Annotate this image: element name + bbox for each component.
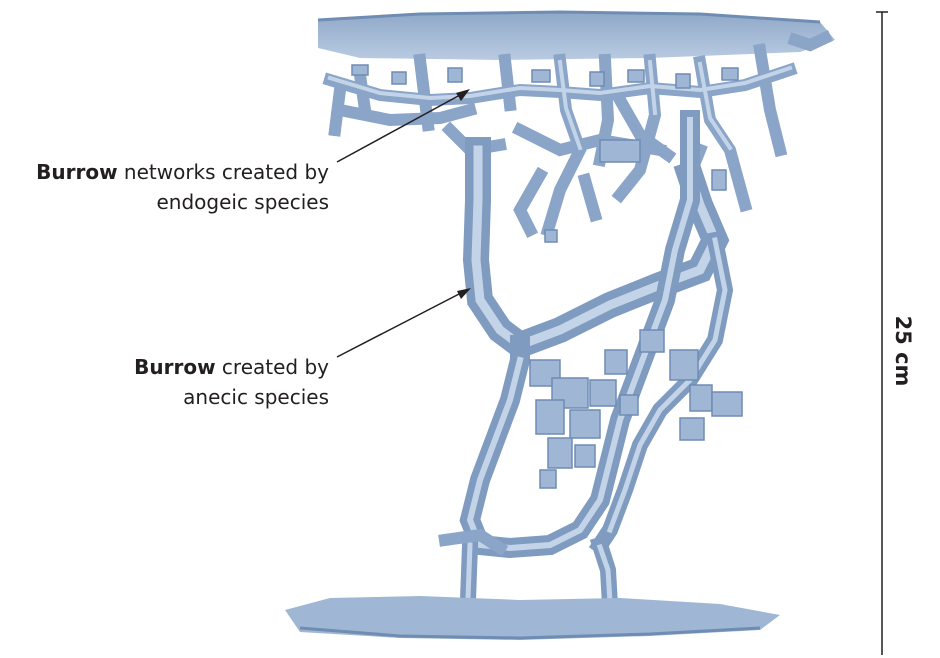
anecic-annotation-line1: Burrow created by	[134, 352, 329, 382]
endogeic-annotation-line2: endogeic species	[36, 187, 329, 217]
leader-arrow-anecic	[337, 288, 471, 357]
scale-bar	[876, 12, 888, 655]
scale-bar-label: 25 cm	[891, 316, 915, 387]
anecic-annotation: Burrow created by anecic species	[134, 352, 329, 412]
endogeic-annotation: Burrow networks created by endogeic spec…	[36, 157, 329, 217]
anecic-annotation-line2: anecic species	[134, 382, 329, 412]
endogeic-burrow-network	[330, 38, 825, 242]
bottom-soil-slab	[285, 596, 780, 640]
endogeic-annotation-line1: Burrow networks created by	[36, 157, 329, 187]
